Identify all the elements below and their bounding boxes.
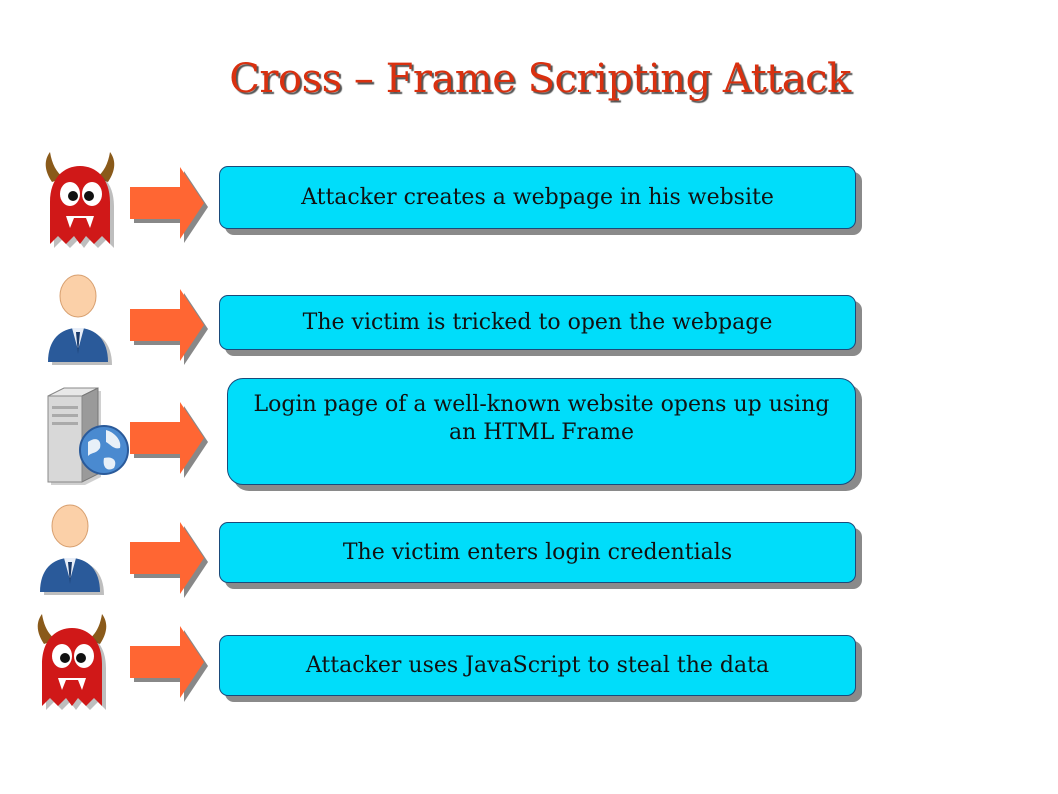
- step-text: Attacker uses JavaScript to steal the da…: [305, 652, 770, 678]
- step-box: Attacker uses JavaScript to steal the da…: [219, 635, 856, 696]
- user-icon: [47, 274, 113, 366]
- step-text: The victim is tricked to open the webpag…: [302, 309, 773, 335]
- user-icon: [39, 504, 105, 596]
- step-box: Login page of a well-known website opens…: [227, 378, 856, 485]
- step-text: Attacker creates a webpage in his websit…: [301, 184, 774, 210]
- step-text: Login page of a well-known website opens…: [253, 391, 830, 445]
- arrow-right-icon: [130, 522, 208, 598]
- server-globe-icon: [47, 387, 129, 486]
- step-box: Attacker creates a webpage in his websit…: [219, 166, 856, 229]
- step-text: The victim enters login credentials: [342, 539, 733, 565]
- devil-icon: [45, 152, 115, 248]
- arrow-right-icon: [130, 626, 208, 702]
- devil-icon: [37, 614, 107, 710]
- step-box: The victim enters login credentials: [219, 522, 856, 583]
- arrow-right-icon: [130, 402, 208, 478]
- page-title: Cross – Frame Scripting Attack: [229, 56, 851, 102]
- arrow-right-icon: [130, 289, 208, 365]
- step-box: The victim is tricked to open the webpag…: [219, 295, 856, 350]
- arrow-right-icon: [130, 167, 208, 243]
